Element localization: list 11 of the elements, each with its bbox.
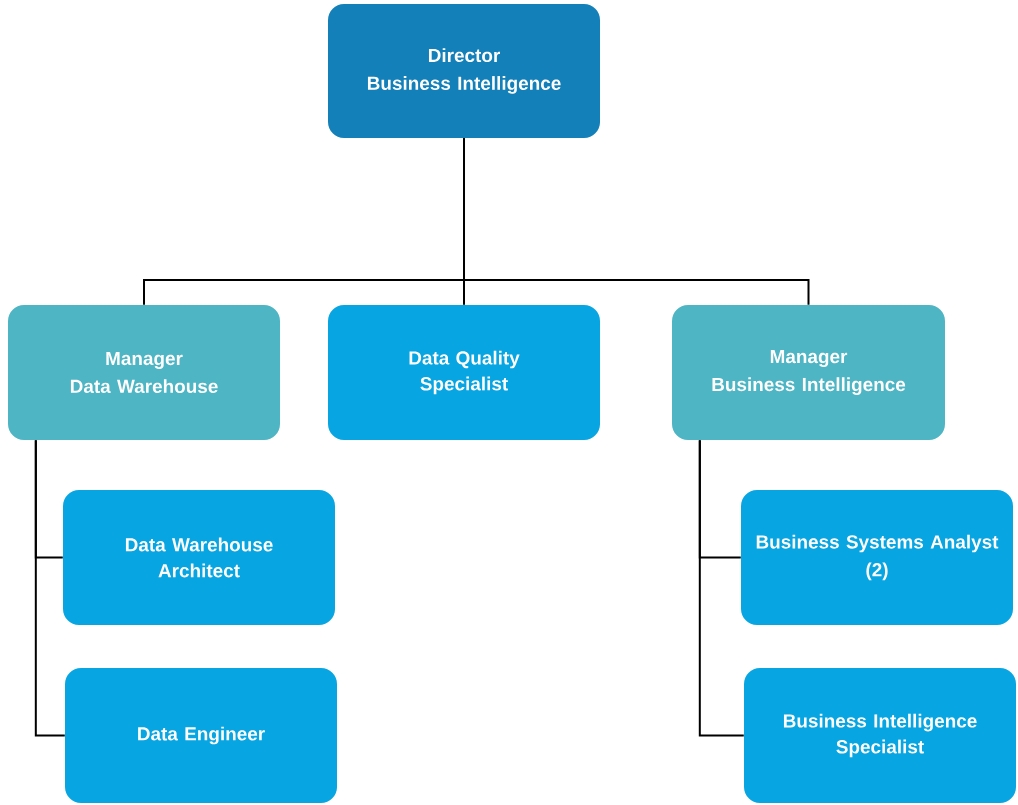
position-box: Business Systems Analyst (2)	[741, 490, 1013, 625]
position-box: Manager Data Warehouse	[8, 305, 280, 440]
connector-line	[463, 137, 810, 306]
position-box: Director Business Intelligence	[328, 4, 600, 138]
position-box: Manager Business Intelligence	[672, 305, 945, 440]
position-box: Business Intelligence Specialist	[744, 668, 1016, 803]
position-box: Data Engineer	[65, 668, 337, 803]
connector-line	[34, 439, 66, 737]
connector-line	[698, 439, 745, 737]
position-box: Data Warehouse Architect	[63, 490, 335, 625]
position-box: Data Quality Specialist	[328, 305, 600, 440]
